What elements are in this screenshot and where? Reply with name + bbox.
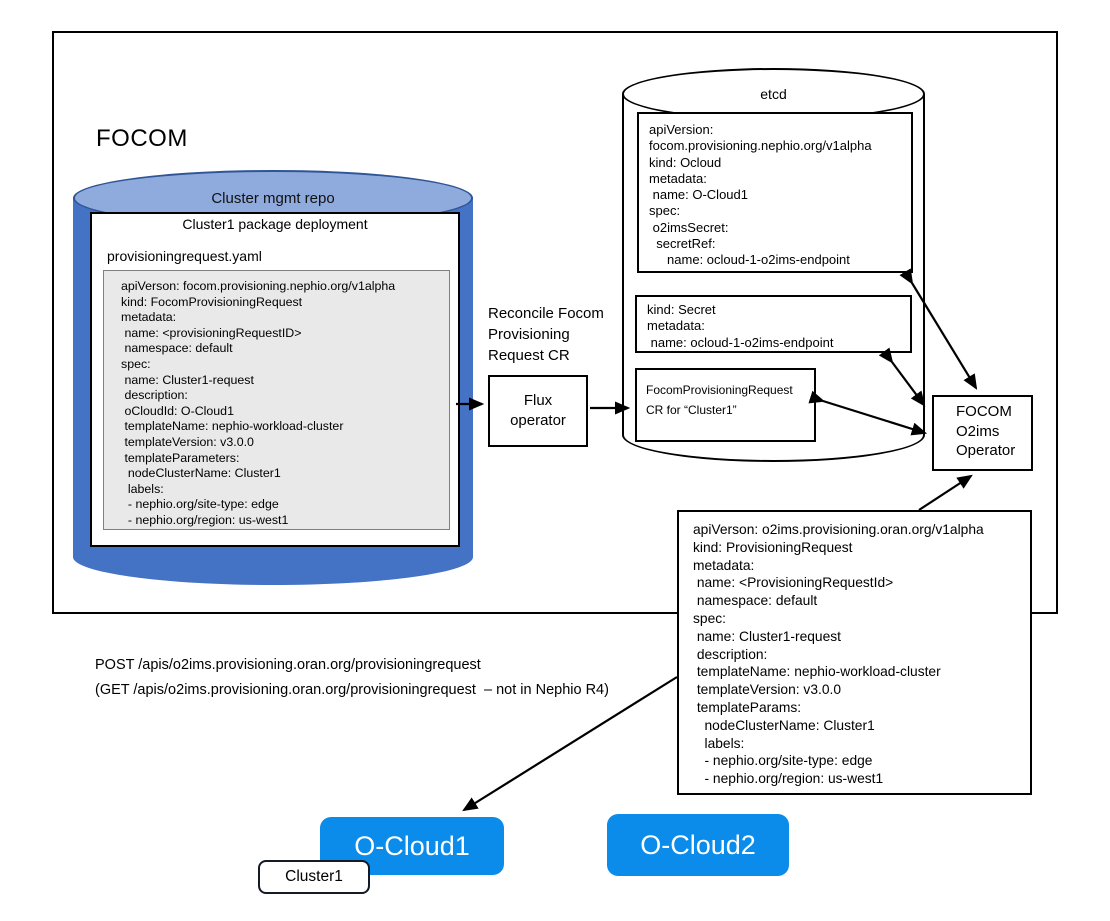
yaml-filename-label: provisioningrequest.yaml bbox=[107, 248, 262, 264]
cluster1-chip: Cluster1 bbox=[258, 860, 370, 894]
o-cloud2-node: O-Cloud2 bbox=[607, 814, 789, 876]
package-deployment-title: Cluster1 package deployment bbox=[182, 216, 368, 232]
focom-label: FOCOM bbox=[96, 125, 188, 152]
provisioning-request-box: apiVerson: o2ims.provisioning.oran.org/v… bbox=[677, 510, 1032, 795]
etcd-label: etcd bbox=[760, 86, 787, 102]
ocloud-cr-box: apiVersion:focom.provisioning.nephio.org… bbox=[637, 112, 913, 273]
cluster-repo-label: Cluster mgmt repo bbox=[211, 189, 335, 207]
focom-boundary-box bbox=[52, 31, 1058, 614]
api-endpoints-note: POST /apis/o2ims.provisioning.oran.org/p… bbox=[95, 657, 609, 698]
provisioningrequest-yaml-box: apiVerson: focom.provisioning.nephio.org… bbox=[103, 270, 450, 530]
